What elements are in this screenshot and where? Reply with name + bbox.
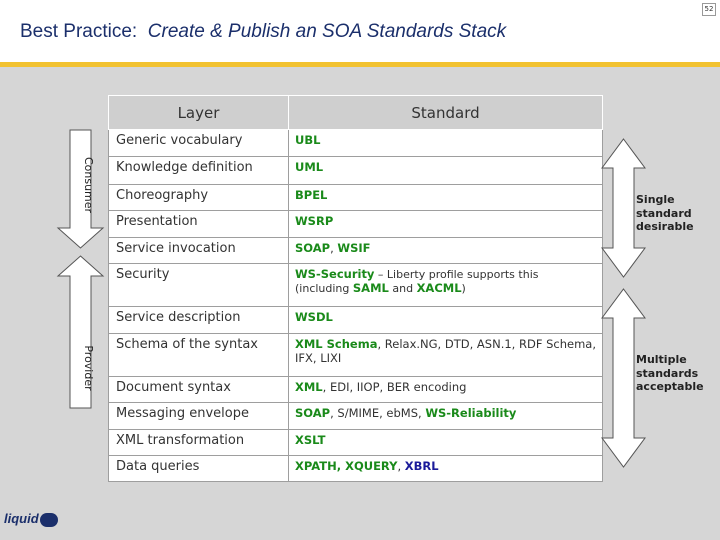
layer-cell: Security	[108, 263, 289, 307]
standard-text: XPATH, XQUERY	[295, 459, 398, 473]
table-row: Knowledge definition UML	[108, 156, 603, 185]
standard-text: WS-Reliability	[425, 406, 517, 420]
standard-text: XML Schema	[295, 337, 378, 351]
standard-text: XBRL	[404, 459, 439, 473]
single-standard-arrow	[601, 138, 646, 278]
header-standard: Standard	[288, 95, 603, 130]
provider-label: Provider	[82, 345, 95, 391]
layer-cell: Choreography	[108, 184, 289, 211]
standard-text: UBL	[295, 133, 321, 147]
header-layer: Layer	[108, 95, 289, 130]
page-number: 52	[702, 3, 716, 16]
standard-cell: SOAP, WSIF	[288, 237, 603, 264]
standard-text: UML	[295, 160, 324, 174]
layer-cell: Messaging envelope	[108, 402, 289, 430]
standard-text: SAML	[352, 281, 389, 295]
standard-cell: XML Schema, Relax.NG, DTD, ASN.1, RDF Sc…	[288, 333, 603, 377]
standard-text: WSDL	[295, 310, 333, 324]
standard-text: – Liberty profile supports this (includi…	[295, 268, 539, 295]
standard-text: WSRP	[295, 214, 334, 228]
standard-text: SOAP	[295, 241, 331, 255]
logo-text: liquid	[4, 511, 39, 526]
layer-cell: Service invocation	[108, 237, 289, 264]
standard-cell: WSDL	[288, 306, 603, 334]
standard-cell: XPATH, XQUERY, XBRL	[288, 455, 603, 482]
standard-cell: BPEL	[288, 184, 603, 211]
standard-cell: WSRP	[288, 210, 603, 238]
layer-cell: Data queries	[108, 455, 289, 482]
layer-cell: Document syntax	[108, 376, 289, 403]
standard-text: BPEL	[295, 188, 328, 202]
standard-text: XSLT	[295, 433, 326, 447]
standard-cell: UML	[288, 156, 603, 185]
standard-cell: WS-Security – Liberty profile supports t…	[288, 263, 603, 307]
standard-cell: UBL	[288, 129, 603, 157]
standard-cell: XSLT	[288, 429, 603, 456]
provider-arrow	[56, 255, 105, 409]
multiple-standards-arrow	[601, 288, 646, 468]
single-standard-note: Single standard desirable	[636, 193, 694, 233]
standard-text: , EDI, IIOP, BER encoding	[322, 380, 467, 394]
standard-text: , Relax.NG, DTD, ASN.1, RDF Schema, IFX,…	[295, 337, 596, 365]
title-main: Create & Publish an SOA Standards Stack	[147, 21, 507, 42]
layer-cell: Knowledge definition	[108, 156, 289, 185]
layer-cell: XML transformation	[108, 429, 289, 456]
title-rule	[0, 62, 720, 67]
consumer-arrow	[56, 129, 105, 249]
company-logo: liquid	[4, 511, 58, 527]
standard-text: WSIF	[337, 241, 371, 255]
slide-title: Best Practice: Create & Publish an SOA S…	[20, 21, 506, 43]
table-row: Choreography BPEL	[108, 184, 603, 211]
title-prefix: Best Practice:	[20, 21, 138, 42]
standard-text: WS-Security	[295, 267, 375, 281]
table-row: XML transformation XSLT	[108, 429, 603, 456]
standard-text: and	[388, 282, 417, 295]
standard-text: XACML	[416, 281, 462, 295]
standard-text: SOAP	[295, 406, 331, 420]
layer-cell: Schema of the syntax	[108, 333, 289, 377]
standard-cell: XML, EDI, IIOP, BER encoding	[288, 376, 603, 403]
consumer-label: Consumer	[82, 156, 95, 214]
multiple-standards-note: Multiple standards acceptable	[636, 353, 704, 393]
standard-text: , S/MIME, ebMS,	[330, 406, 426, 420]
standard-text: )	[461, 282, 466, 295]
standard-text: ,	[330, 241, 338, 255]
standard-text: ,	[397, 459, 405, 473]
table-header-row: Layer Standard	[108, 95, 603, 130]
standard-text: XML	[295, 380, 323, 394]
